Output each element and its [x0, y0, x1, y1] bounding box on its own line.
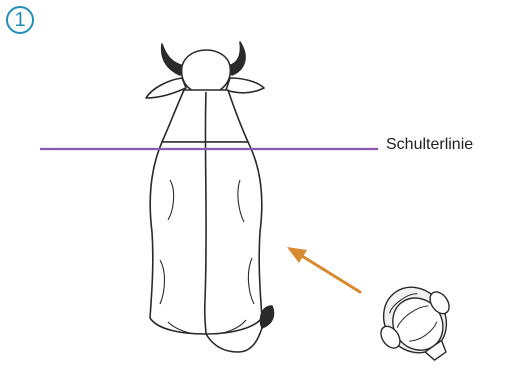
- right-ear: [225, 77, 265, 94]
- observer-head-top-view: [380, 286, 450, 361]
- arrow-icon: [287, 247, 362, 294]
- left-horn: [160, 43, 185, 76]
- left-ear: [145, 77, 187, 99]
- shoulder-line-label: Schulterlinie: [386, 136, 474, 153]
- cow-spine: [203, 91, 207, 335]
- cow-tail: [205, 327, 263, 353]
- step-number-badge: 1: [6, 6, 34, 34]
- right-horn: [227, 41, 246, 76]
- cow-top-view: [145, 41, 275, 353]
- cow-head: [180, 49, 232, 96]
- tail-tuft: [259, 305, 275, 329]
